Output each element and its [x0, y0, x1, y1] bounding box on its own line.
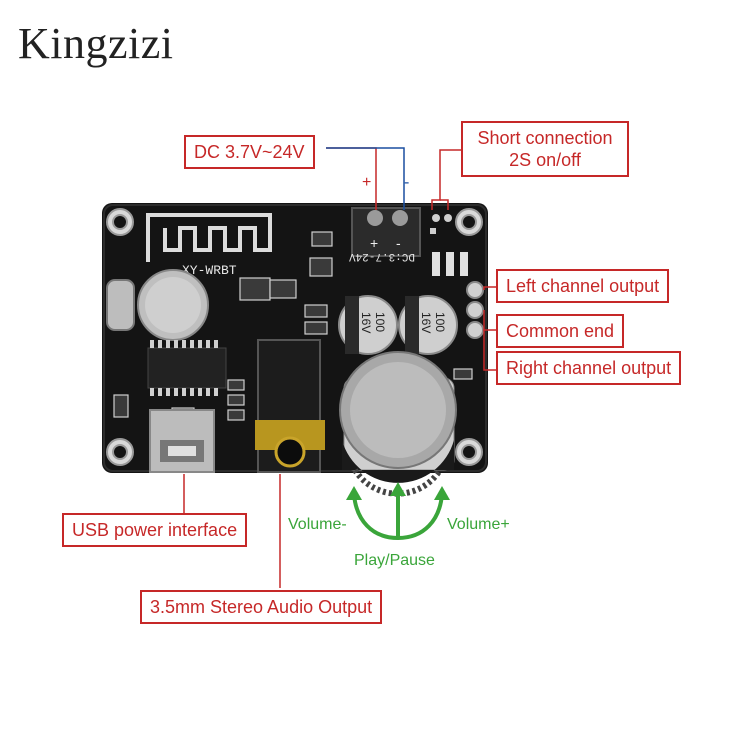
terminal-plus-silk: +	[370, 235, 378, 251]
capacitor-right: 100 16V	[398, 295, 458, 355]
callout-audio-output: 3.5mm Stereo Audio Output	[140, 590, 383, 624]
rotary-encoder	[339, 351, 457, 497]
mounting-holes	[106, 208, 483, 466]
main-ic	[147, 347, 227, 389]
label-volume-minus: Volume-	[288, 516, 347, 533]
arrow-heads	[346, 482, 450, 500]
power-terminal: + -	[351, 207, 421, 257]
polarity-minus: -	[404, 174, 410, 191]
silk-blocks	[432, 252, 468, 276]
voltage-silk: DC:3.7-24V	[349, 250, 415, 262]
audio-jack	[255, 339, 325, 473]
leader-lines	[183, 147, 496, 588]
callout-right-channel: Right channel output	[496, 351, 682, 385]
callout-short-connection: Short connection 2S on/off	[461, 121, 629, 177]
crystal-oscillator	[106, 279, 135, 331]
cap-right-voltage: 16V	[419, 312, 433, 333]
callout-common-end: Common end	[496, 314, 625, 348]
cap-left-voltage: 16V	[359, 312, 373, 333]
control-arrows	[352, 492, 444, 540]
short-connection-line2: 2S on/off	[509, 150, 581, 170]
callout-usb-power: USB power interface	[62, 513, 248, 547]
label-volume-plus: Volume+	[447, 516, 510, 533]
cap-right-value: 100	[433, 312, 447, 332]
output-header	[466, 281, 484, 339]
callout-dc-power: DC 3.7V~24V	[184, 135, 315, 169]
board-model-silk: XY-WRBT	[182, 263, 237, 278]
short-connection-line1: Short connection	[477, 128, 613, 148]
label-play-pause: Play/Pause	[354, 552, 435, 569]
capacitor-left: 100 16V	[338, 295, 398, 355]
callout-left-channel: Left channel output	[496, 269, 670, 303]
terminal-minus-silk: -	[396, 235, 401, 251]
cap-left-value: 100	[373, 312, 387, 332]
polarity-plus: +	[362, 174, 372, 191]
brand-logo: Kingzizi	[18, 19, 174, 68]
usb-port	[149, 409, 215, 473]
short-pads	[430, 214, 452, 234]
antenna-trace	[146, 213, 272, 262]
